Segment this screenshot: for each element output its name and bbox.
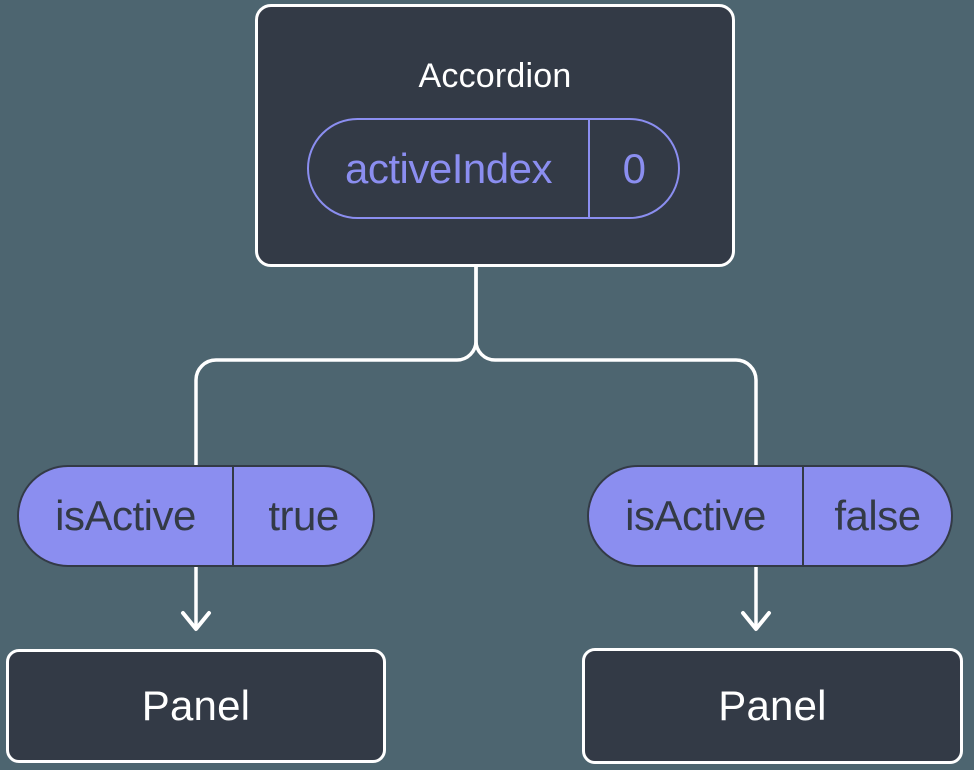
accordion-node: Accordion activeIndex 0 xyxy=(255,4,735,267)
branch-line-right xyxy=(474,260,758,472)
prop-value: false xyxy=(834,492,921,539)
is-active-pill-true: isActive true xyxy=(17,465,375,567)
arrow-head-right-icon xyxy=(741,611,771,631)
prop-name: isActive xyxy=(19,467,234,565)
panel-node-title: Panel xyxy=(141,682,251,729)
prop-value: true xyxy=(268,492,339,539)
is-active-pill-false: isActive false xyxy=(587,465,953,567)
prop-value: 0 xyxy=(622,144,646,192)
prop-name: isActive xyxy=(589,467,804,565)
panel-node-right: Panel xyxy=(582,648,963,764)
arrow-head-left-icon xyxy=(181,611,211,631)
panel-node-title: Panel xyxy=(718,682,827,729)
prop-name: activeIndex xyxy=(309,120,590,217)
active-index-prop-pill: activeIndex 0 xyxy=(307,118,680,219)
branch-line-left xyxy=(194,260,478,472)
accordion-node-title: Accordion xyxy=(418,57,572,95)
panel-node-left: Panel xyxy=(6,649,386,763)
